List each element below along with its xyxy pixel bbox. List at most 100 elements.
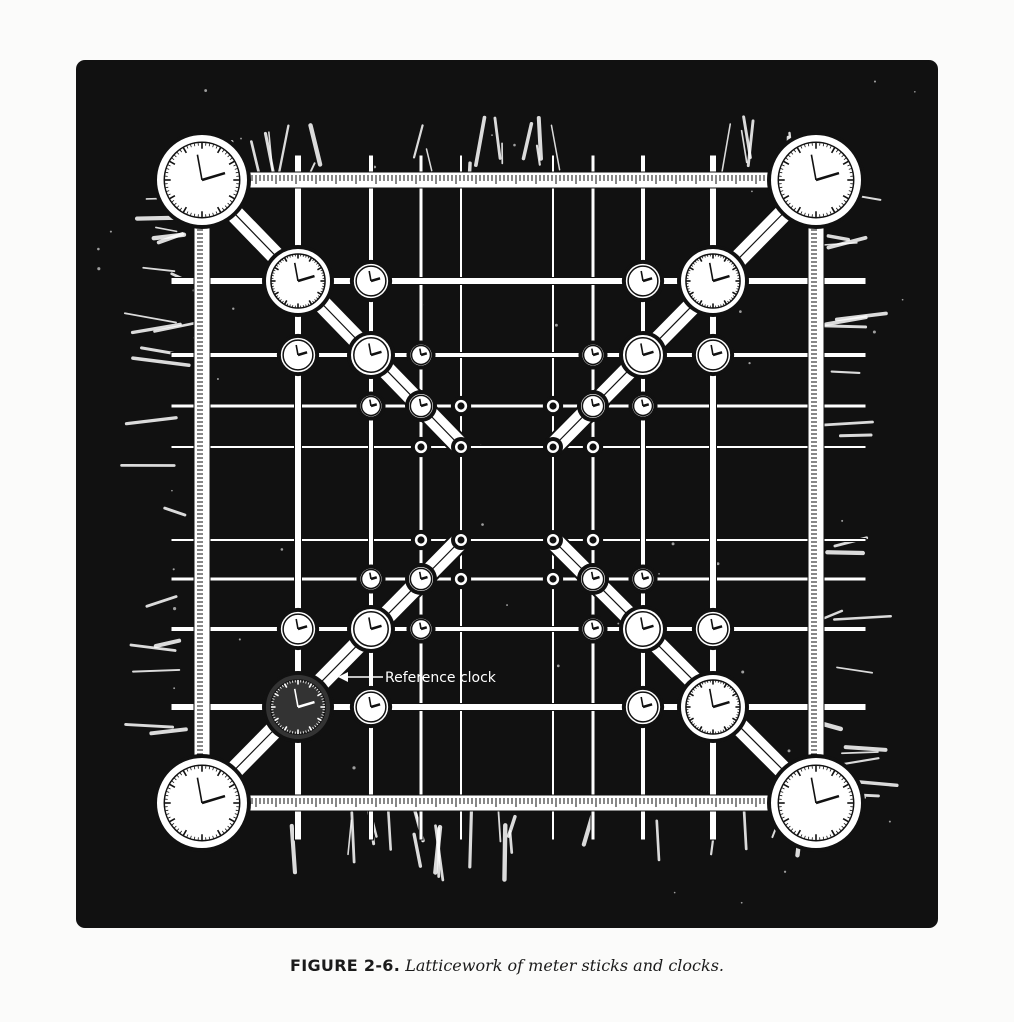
background-spike	[426, 149, 431, 171]
background-spike	[832, 372, 860, 373]
background-spike	[837, 667, 872, 672]
star-dot	[555, 324, 558, 327]
background-spike	[151, 729, 186, 733]
background-spike	[722, 124, 730, 172]
clock-hand	[642, 573, 643, 579]
clock-hand	[593, 353, 599, 355]
clock-joint-center	[589, 536, 596, 543]
background-spike	[842, 752, 878, 753]
background-spike	[133, 358, 189, 365]
clock-hand	[421, 353, 427, 355]
background-spike	[348, 820, 351, 854]
background-spike	[125, 313, 176, 322]
background-spike	[126, 724, 173, 727]
background-spike	[539, 118, 541, 159]
clock-icon	[767, 131, 865, 229]
star-dot	[748, 362, 750, 364]
star-dot	[874, 80, 876, 82]
clock-icon	[583, 437, 603, 457]
background-spike	[823, 243, 857, 245]
background-spike	[279, 126, 288, 173]
clock-hand	[370, 400, 371, 406]
clock-icon	[543, 569, 563, 589]
star-dot	[352, 766, 355, 769]
clock-icon	[692, 334, 734, 376]
star-dot	[914, 91, 916, 93]
clock-icon	[578, 340, 607, 369]
clock-icon	[411, 530, 431, 550]
clock-joint-center	[550, 537, 557, 544]
clock-joint-center	[457, 575, 464, 582]
clock-hand	[420, 623, 421, 629]
background-spike	[470, 811, 472, 867]
clock-icon	[406, 340, 435, 369]
clock-icon	[347, 331, 395, 379]
figure-caption: FIGURE 2-6. Latticework of meter sticks …	[0, 956, 1014, 975]
star-dot	[173, 568, 175, 570]
meter-stick-horizontal	[171, 577, 866, 581]
star-dot	[281, 548, 284, 551]
clock-hand	[371, 577, 377, 579]
clock-hand	[643, 577, 649, 579]
background-spike	[165, 508, 185, 515]
caption-text: Latticework of meter sticks and clocks.	[405, 956, 724, 975]
meter-stick-vertical	[460, 155, 463, 840]
star-dot	[617, 623, 619, 625]
clock-hand	[642, 400, 643, 406]
clock-icon	[277, 334, 319, 376]
clock-icon	[628, 391, 657, 420]
star-dot	[240, 138, 242, 140]
clock-icon	[622, 260, 664, 302]
label-group: Reference clock	[338, 670, 497, 686]
clock-icon	[406, 614, 435, 643]
background-spike	[823, 611, 842, 619]
background-spike	[657, 821, 659, 860]
star-dot	[873, 330, 876, 333]
clock-icon	[619, 331, 667, 379]
clock-icon	[677, 671, 749, 743]
clock-icon	[543, 530, 563, 550]
star-dot	[841, 520, 843, 522]
clock-hand	[592, 623, 593, 629]
background-spike	[841, 435, 871, 436]
star-dot	[741, 902, 743, 904]
meter-stick-vertical	[641, 155, 646, 840]
clock-icon	[405, 563, 437, 595]
clock-icon	[543, 437, 563, 457]
clock-joint-center	[458, 537, 465, 544]
meter-stick-vertical	[552, 155, 555, 840]
clock-icon	[767, 754, 865, 852]
clock-icon	[153, 754, 251, 852]
star-dot	[751, 190, 753, 192]
background-spike	[846, 747, 886, 750]
star-dot	[784, 871, 786, 873]
background-spike	[156, 641, 179, 646]
clock-joint-center	[589, 443, 596, 450]
meter-stick-horizontal	[171, 353, 866, 358]
background-spike	[126, 418, 176, 424]
clock-icon	[628, 564, 657, 593]
background-spike	[504, 825, 505, 879]
clock-icon	[451, 437, 471, 457]
meter-stick-vertical	[419, 155, 423, 840]
star-dot	[97, 248, 100, 251]
clock-hand	[593, 627, 599, 629]
clock-joint-center	[550, 444, 557, 451]
star-dot	[889, 821, 891, 823]
clock-joint-center	[549, 402, 556, 409]
reference-clock-label: Reference clock	[385, 670, 497, 686]
star-dot	[902, 299, 904, 301]
clock-icon	[622, 686, 664, 728]
clock-icon	[262, 245, 334, 317]
background-spike	[509, 817, 515, 836]
clock-icon	[619, 605, 667, 653]
star-dot	[173, 607, 176, 610]
meter-stick-vertical	[369, 155, 374, 840]
clock-icon	[583, 530, 603, 550]
clock-icon	[356, 564, 385, 593]
meter-stick-horizontal	[171, 446, 866, 449]
clock-icon	[277, 608, 319, 650]
lattice-illustration: Reference clock	[76, 60, 938, 928]
star-dot	[557, 665, 560, 668]
meter-stick-horizontal	[171, 539, 866, 542]
